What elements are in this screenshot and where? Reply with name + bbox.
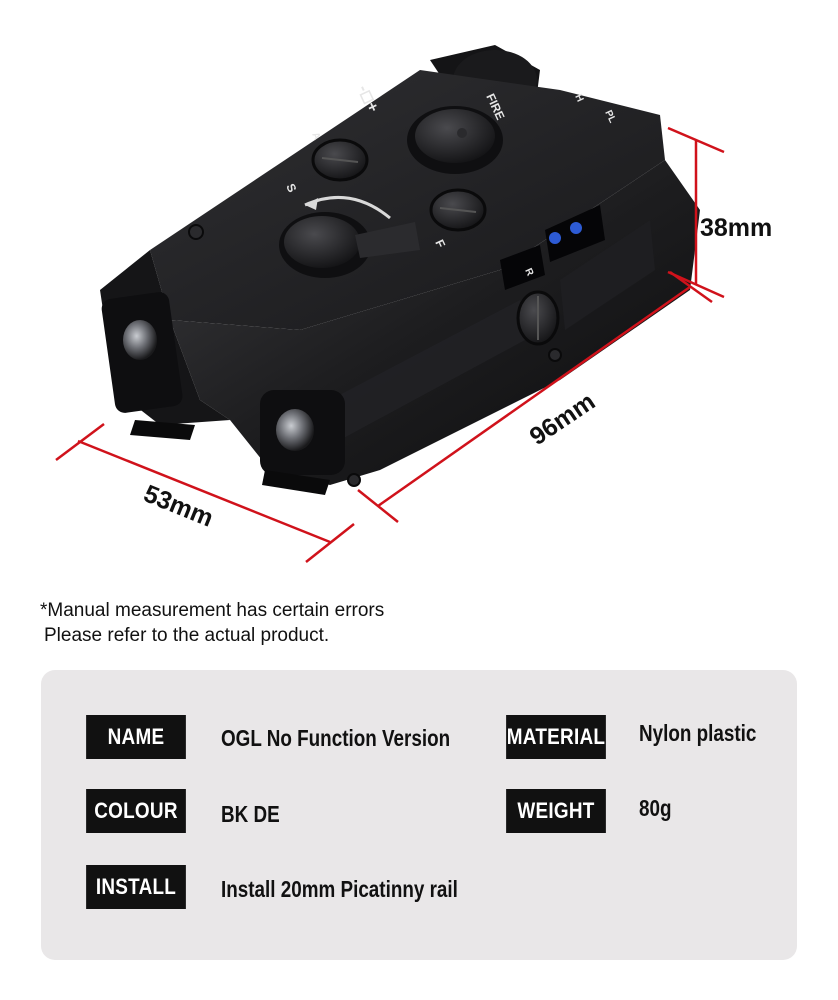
width-label: 53mm	[140, 480, 217, 533]
spec-label-install: INSTALL	[86, 865, 186, 909]
length-label: 96mm	[525, 387, 601, 451]
spec-label-weight: WEIGHT	[506, 789, 606, 833]
device-label-pl: PL	[602, 109, 617, 125]
device-label-r: R	[522, 267, 535, 279]
product-figure: FIRE -◻+ S F A R PL H 38mm 96mm 53mm	[55, 45, 772, 563]
spec-value-name: OGL No Function Version	[221, 725, 451, 751]
measurement-note: *Manual measurement has certain errors P…	[40, 598, 384, 648]
note-line-2: Please refer to the actual product.	[44, 625, 330, 646]
width-dimension	[55, 423, 355, 563]
spec-value-material: Nylon plastic	[639, 720, 757, 746]
device-label-a: A	[309, 131, 322, 142]
spec-panel: NAME OGL No Function Version MATERIAL Ny…	[41, 670, 797, 960]
length-dimension	[357, 270, 713, 523]
spec-label-colour: COLOUR	[86, 789, 186, 833]
height-label: 38mm	[700, 214, 772, 242]
note-line-1: *Manual measurement has certain errors	[40, 600, 385, 621]
spec-value-install: Install 20mm Picatinny rail	[221, 876, 458, 902]
device-label-h: H	[572, 93, 585, 104]
spec-value-weight: 80g	[639, 795, 672, 821]
spec-value-colour: BK DE	[221, 801, 280, 827]
spec-label-name: NAME	[86, 715, 186, 759]
spec-label-material: MATERIAL	[506, 715, 606, 759]
laser-device-image	[100, 45, 700, 495]
